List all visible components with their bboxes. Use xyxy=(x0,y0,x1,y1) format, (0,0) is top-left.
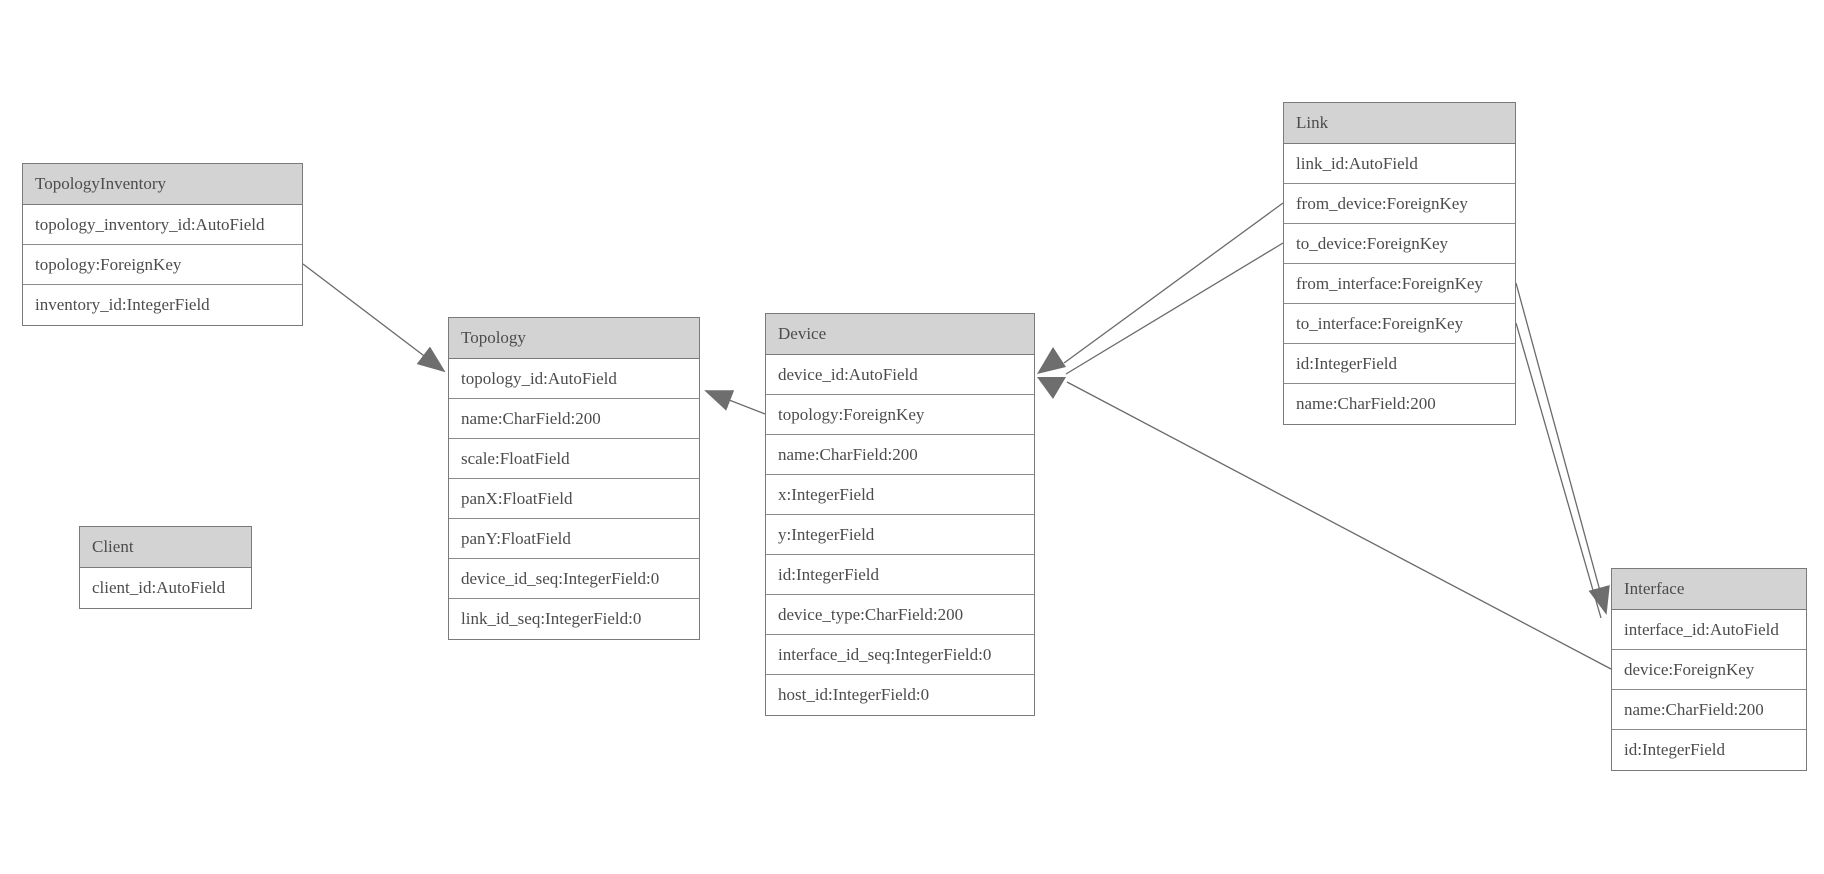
entity-topologyinventory-field-inventory_id: inventory_id:IntegerField xyxy=(35,295,210,314)
relationship-line-device-topology-to-topology xyxy=(704,390,766,415)
entity-topology-header: Topology xyxy=(449,318,699,359)
entity-client: Client client_id:AutoField xyxy=(79,526,252,609)
entity-device-field-id: id:IntegerField xyxy=(766,555,1034,595)
relationship-line-topologyinventory-topology-to-topology xyxy=(302,263,446,373)
entity-client-field-client_id: client_id:AutoField xyxy=(92,578,226,597)
entity-interface-header: Interface xyxy=(1612,569,1806,610)
relationship-line-link-to_device-to-device xyxy=(1065,242,1284,375)
entity-link-field-link_id: link_id:AutoField xyxy=(1284,144,1515,184)
relationship-line-link-from_device-to-device xyxy=(1063,202,1284,364)
entity-device-field-device_type: device_type:CharField:200 xyxy=(766,595,1034,635)
entity-topologyinventory-field-topology_inventory_id: topology_inventory_id:AutoField xyxy=(23,205,302,245)
entity-topology-field-topology_id: topology_id:AutoField xyxy=(449,359,699,399)
entity-device-field-topology: topology:ForeignKey xyxy=(766,395,1034,435)
entity-link-header: Link xyxy=(1284,103,1515,144)
entity-device-field-name: name:CharField:200 xyxy=(766,435,1034,475)
relationship-line-link-to_interface-to-interface xyxy=(1515,322,1602,619)
entity-device-header: Device xyxy=(766,314,1034,355)
entity-topology-field-panX: panX:FloatField xyxy=(449,479,699,519)
entity-topology-field-panY: panY:FloatField xyxy=(449,519,699,559)
entity-topology-field-device_id_seq: device_id_seq:IntegerField:0 xyxy=(449,559,699,599)
entity-link-field-id: id:IntegerField xyxy=(1284,344,1515,384)
entity-topology-field-scale: scale:FloatField xyxy=(449,439,699,479)
relationship-line-interface-device-to-device xyxy=(1066,381,1612,670)
entity-interface-field-name: name:CharField:200 xyxy=(1612,690,1806,730)
relationship-line-link-from_interface-to-interface xyxy=(1515,282,1610,615)
entity-device-field-interface_id_seq: interface_id_seq:IntegerField:0 xyxy=(766,635,1034,675)
entity-client-header: Client xyxy=(80,527,251,568)
entity-link-field-to_interface: to_interface:ForeignKey xyxy=(1284,304,1515,344)
entity-topologyinventory-field-topology: topology:ForeignKey xyxy=(23,245,302,285)
entity-device-field-x: x:IntegerField xyxy=(766,475,1034,515)
entity-link-field-from_device: from_device:ForeignKey xyxy=(1284,184,1515,224)
entity-topology-field-link_id_seq: link_id_seq:IntegerField:0 xyxy=(461,609,642,628)
entity-topology-field-name: name:CharField:200 xyxy=(449,399,699,439)
entity-interface-field-device: device:ForeignKey xyxy=(1612,650,1806,690)
entity-device-field-device_id: device_id:AutoField xyxy=(766,355,1034,395)
device-arrowhead-upper xyxy=(1037,347,1066,374)
entity-link-field-name: name:CharField:200 xyxy=(1296,394,1436,413)
entity-interface-field-id: id:IntegerField xyxy=(1624,740,1726,759)
device-arrowhead-lower xyxy=(1037,377,1066,399)
entity-device-field-host_id: host_id:IntegerField:0 xyxy=(778,685,930,704)
entity-device-field-y: y:IntegerField xyxy=(766,515,1034,555)
entity-link-field-from_interface: from_interface:ForeignKey xyxy=(1284,264,1515,304)
entity-link-field-to_device: to_device:ForeignKey xyxy=(1284,224,1515,264)
entity-topologyinventory-header: TopologyInventory xyxy=(23,164,302,205)
entity-interface-field-interface_id: interface_id:AutoField xyxy=(1612,610,1806,650)
